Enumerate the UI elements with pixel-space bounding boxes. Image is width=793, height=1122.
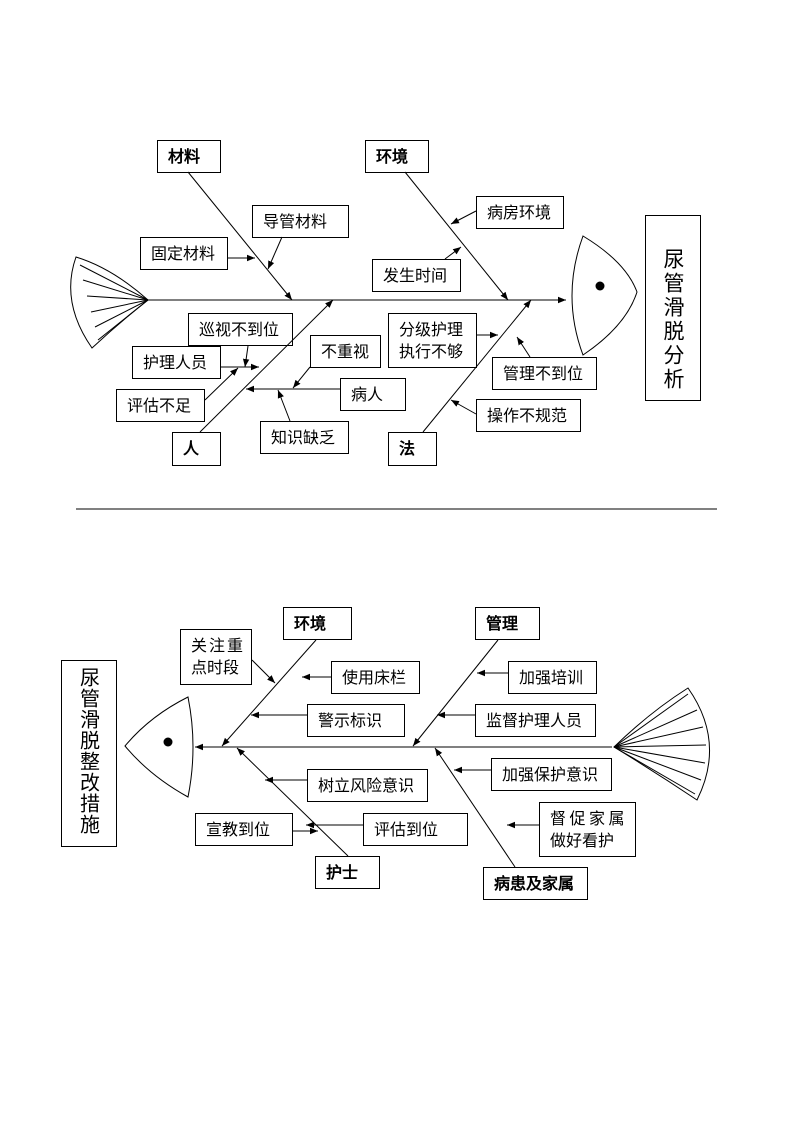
measure-label: 监督护理人员 — [486, 710, 583, 730]
arrow-lack-of-knowledge — [277, 389, 291, 422]
measure-training: 加强培训 — [508, 661, 597, 694]
cause-catheter-material: 导管材料 — [252, 205, 349, 238]
cause-label: 导管材料 — [263, 211, 328, 231]
arrow-inadequate-rounds — [242, 345, 250, 368]
arrow-improper-operation — [450, 399, 477, 415]
cause-label: 不重视 — [321, 341, 370, 361]
analysis-fish-tail — [70, 256, 149, 349]
category-label: 法 — [399, 439, 416, 458]
cause-graded-care: 分级护理 执行不够 — [388, 313, 477, 368]
measure-label: 树立风险意识 — [318, 775, 415, 795]
category-label: 环境 — [294, 613, 327, 633]
cause-label: 操作不规范 — [487, 405, 568, 425]
measure-label-line-2: 做好看护 — [550, 830, 615, 850]
rectification-tail-ray — [613, 746, 706, 764]
rectification-title: 尿管滑脱整改措施 — [76, 667, 101, 835]
arrow-occurrence-time — [444, 246, 462, 260]
cause-poor-management: 管理不到位 — [492, 357, 597, 390]
cause-label: 评估不足 — [127, 395, 192, 415]
analysis-tail-ray — [97, 299, 149, 341]
cause-nursing-staff: 护理人员 — [132, 346, 221, 379]
arrow-focus-periods — [251, 659, 276, 684]
cause-ward-environment: 病房环境 — [476, 196, 564, 229]
cause-insufficient-assessment: 评估不足 — [116, 389, 205, 422]
arrow-catheter-material — [267, 236, 283, 270]
analysis-title-box: 尿管滑脱分析 — [645, 215, 701, 401]
measure-family-supervision: 督促家属 做好看护 — [539, 802, 636, 857]
cause-improper-operation: 操作不规范 — [476, 399, 581, 432]
analysis-category-people: 人 — [172, 432, 221, 466]
measure-focus-periods: 关注重 点时段 — [180, 629, 252, 685]
rectification-tail-ray — [613, 746, 696, 795]
measure-label: 评估到位 — [374, 819, 439, 839]
category-label: 人 — [183, 439, 200, 458]
measure-warning-signs: 警示标识 — [307, 704, 405, 737]
measure-label: 使用床栏 — [342, 667, 407, 687]
analysis-tail-ray — [86, 295, 149, 301]
cause-label: 病房环境 — [487, 202, 552, 222]
rectification-category-management: 管理 — [475, 607, 540, 640]
cause-occurrence-time: 发生时间 — [372, 259, 461, 292]
analysis-fish-head — [571, 235, 638, 356]
measure-label: 加强培训 — [519, 667, 584, 687]
measure-label: 警示标识 — [318, 710, 383, 730]
cause-label-line-1: 分级护理 — [399, 319, 464, 339]
measure-risk-awareness: 树立风险意识 — [307, 769, 428, 802]
rectification-fish-eye — [163, 737, 173, 747]
cause-label: 固定材料 — [151, 243, 216, 263]
analysis-tail-ray — [79, 264, 149, 301]
measure-label-line-1: 督促家属 — [550, 808, 629, 828]
arrow-poor-management — [516, 336, 531, 358]
category-label: 护士 — [326, 862, 359, 882]
analysis-category-materials: 材料 — [157, 140, 221, 173]
analysis-tail-ray — [82, 279, 149, 301]
cause-lack-of-knowledge: 知识缺乏 — [260, 421, 349, 454]
cause-label: 病人 — [351, 384, 384, 404]
cause-label-line-2: 执行不够 — [399, 341, 464, 361]
rectification-tail-ray — [613, 744, 707, 748]
measure-label: 宣教到位 — [206, 819, 271, 839]
rectification-tail-ray — [613, 693, 689, 748]
rectification-fish-head — [124, 696, 194, 798]
cause-label: 护理人员 — [143, 352, 208, 372]
cause-label: 管理不到位 — [503, 363, 584, 383]
cause-patient: 病人 — [340, 378, 406, 411]
category-label: 病患及家属 — [494, 873, 575, 893]
rectification-tail-ray — [613, 746, 702, 781]
rectification-title-box: 尿管滑脱整改措施 — [61, 660, 117, 847]
rectification-tail-ray — [613, 709, 698, 748]
cause-label: 巡视不到位 — [199, 319, 280, 339]
cause-label: 知识缺乏 — [271, 427, 336, 447]
cause-not-valued: 不重视 — [310, 335, 381, 368]
measure-bed-rails: 使用床栏 — [331, 661, 420, 694]
rectification-fish-tail — [613, 687, 711, 801]
cause-label: 发生时间 — [383, 265, 448, 285]
measure-label-line-2: 点时段 — [191, 658, 240, 677]
analysis-category-methods: 法 — [388, 432, 437, 466]
category-label: 管理 — [486, 613, 519, 633]
measure-assessment: 评估到位 — [363, 813, 468, 846]
measure-label: 加强保护意识 — [502, 764, 599, 784]
rectification-category-nurse: 护士 — [315, 856, 380, 889]
category-label: 材料 — [168, 146, 201, 166]
measure-supervise-staff: 监督护理人员 — [475, 704, 596, 737]
category-label: 环境 — [376, 146, 409, 166]
analysis-title: 尿管滑脱分析 — [661, 248, 685, 392]
cause-inadequate-rounds: 巡视不到位 — [188, 313, 293, 346]
arrow-not-valued — [292, 366, 311, 389]
cause-fixation-material: 固定材料 — [140, 237, 228, 270]
arrow-ward-environment — [450, 210, 477, 225]
measure-education: 宣教到位 — [195, 813, 293, 846]
rectification-tail-ray — [613, 726, 704, 748]
measure-label-line-1: 关注重 — [191, 636, 246, 655]
analysis-tail-ray — [94, 299, 149, 328]
analysis-category-environment: 环境 — [365, 140, 429, 173]
measure-protection-awareness: 加强保护意识 — [491, 758, 612, 791]
rectification-category-patient-family: 病患及家属 — [483, 867, 588, 900]
rectification-category-environment: 环境 — [283, 607, 352, 640]
analysis-fish-eye — [595, 281, 605, 291]
analysis-tail-ray — [90, 299, 149, 313]
